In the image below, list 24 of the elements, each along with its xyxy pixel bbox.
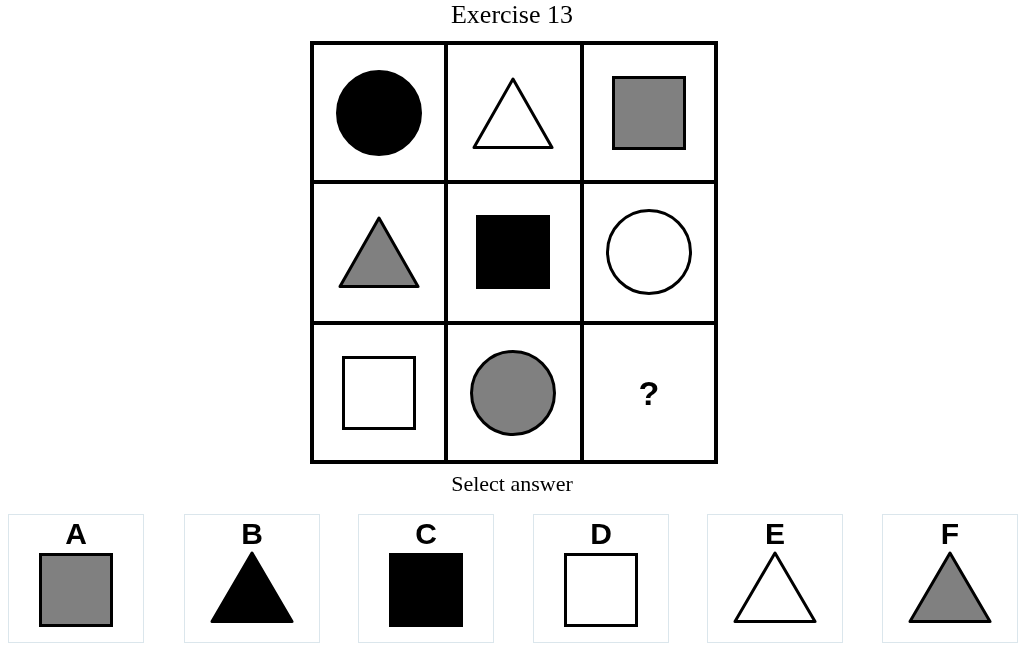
answer-card [184, 514, 320, 643]
answer-card [8, 514, 144, 643]
instruction-text: Select answer [450, 470, 574, 498]
option-letter: B [240, 519, 264, 549]
option-letter: E [764, 519, 786, 549]
grid-cell [310, 41, 446, 182]
grid-cell [446, 182, 582, 323]
grid-cell [582, 41, 718, 182]
grid-cell [582, 182, 718, 323]
option-letter: D [589, 519, 613, 549]
question-mark: ? [637, 373, 661, 413]
answer-card [707, 514, 843, 643]
answer-card [358, 514, 494, 643]
option-letter: A [64, 519, 88, 549]
grid-cell [310, 323, 446, 464]
grid-cell [582, 323, 718, 464]
answer-card [882, 514, 1018, 643]
option-letter: C [414, 519, 438, 549]
exercise-title: Exercise 13 [450, 0, 574, 30]
grid-cell [310, 182, 446, 323]
answer-card [533, 514, 669, 643]
grid-cell [446, 41, 582, 182]
option-letter: F [939, 519, 961, 549]
grid-cell [446, 323, 582, 464]
